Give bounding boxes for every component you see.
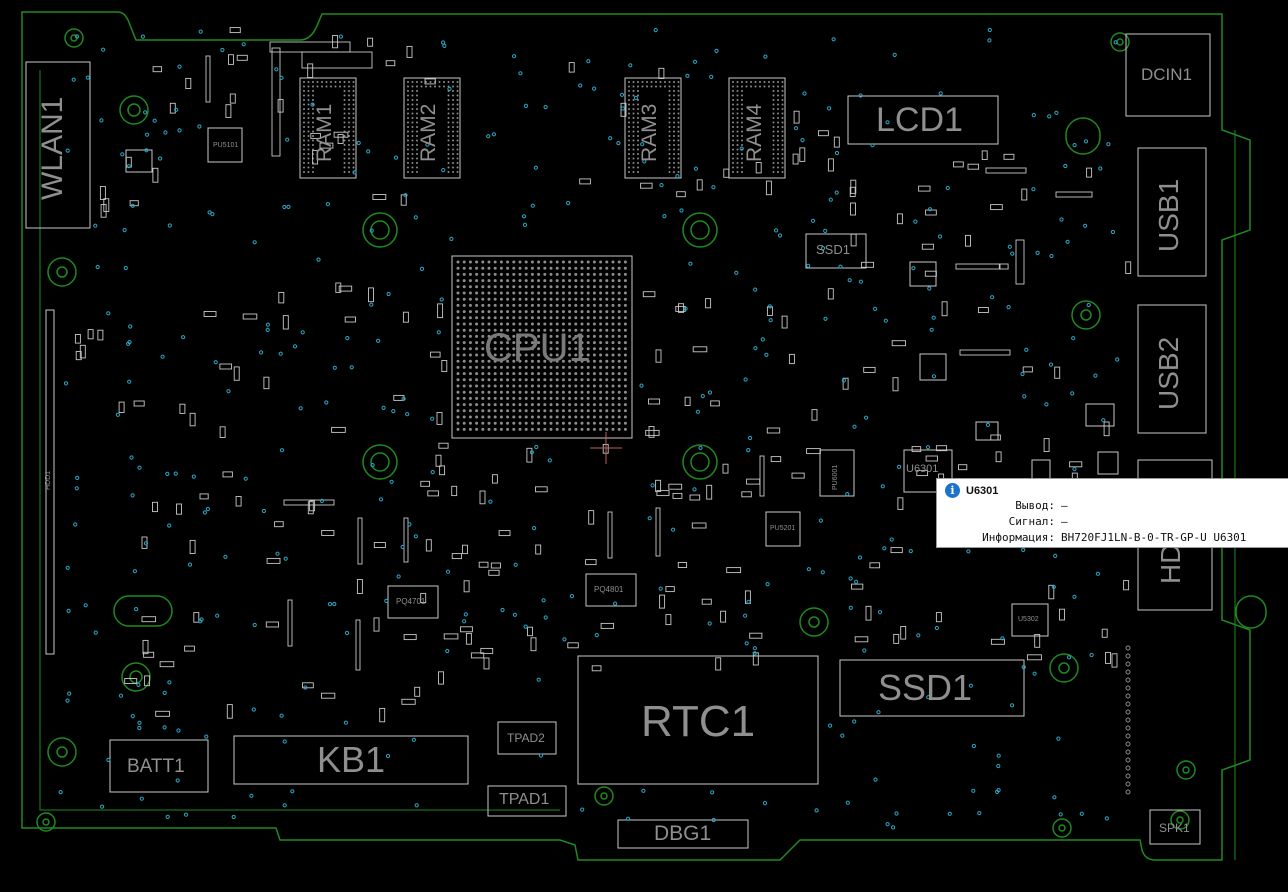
label-hdd1: HDD1 bbox=[45, 470, 52, 490]
label-ram4: RAM4 bbox=[743, 103, 766, 162]
label-hdmi: HD bbox=[1155, 543, 1186, 584]
label-tpad2: TPAD2 bbox=[507, 731, 545, 745]
label-pu5201: PU5201 bbox=[770, 525, 796, 532]
tooltip-value: BH720FJ1LN-B-0-TR-GP-U U6301 bbox=[1061, 531, 1247, 544]
component-info-tooltip: i U6301 Вывод: — Сигнал: — Информация: B… bbox=[936, 478, 1288, 548]
label-dbg1: DBG1 bbox=[654, 822, 712, 845]
label-pq4801: PQ4801 bbox=[594, 585, 624, 594]
tooltip-row-pin: Вывод: — bbox=[937, 499, 1288, 514]
label-spk1: SPK1 bbox=[1159, 821, 1190, 835]
label-ram1: RAM1 bbox=[313, 103, 336, 162]
label-dcin1: DCIN1 bbox=[1141, 65, 1193, 84]
tooltip-value: — bbox=[1061, 515, 1068, 528]
label-pu5101: PU5101 bbox=[213, 142, 239, 149]
tooltip-key: Информация: bbox=[982, 531, 1055, 544]
label-kb1: KB1 bbox=[317, 739, 386, 780]
label-batt1: BATT1 bbox=[127, 756, 185, 777]
label-ssd-small: SSD1 bbox=[816, 242, 850, 257]
info-icon: i bbox=[945, 483, 960, 498]
label-ram2: RAM2 bbox=[417, 103, 440, 162]
tooltip-row-info: Информация: BH720FJ1LN-B-0-TR-GP-U U6301 bbox=[937, 531, 1288, 546]
tooltip-row-signal: Сигнал: — bbox=[937, 515, 1288, 530]
label-ram3: RAM3 bbox=[638, 103, 661, 162]
tooltip-title: U6301 bbox=[966, 484, 999, 497]
tooltip-value: — bbox=[1061, 499, 1068, 512]
label-ssd1: SSD1 bbox=[878, 667, 973, 708]
label-u5302: U5302 bbox=[1018, 616, 1039, 623]
label-usb1: USB1 bbox=[1153, 178, 1184, 252]
label-pu6001: PU6001 bbox=[832, 464, 839, 490]
label-wlan1: WLAN1 bbox=[36, 96, 69, 200]
label-u6301: U6301 bbox=[906, 463, 939, 475]
tooltip-key: Вывод: bbox=[1015, 499, 1055, 512]
label-tpad1: TPAD1 bbox=[499, 791, 550, 808]
label-rtc1: RTC1 bbox=[641, 697, 756, 746]
tooltip-key: Сигнал: bbox=[1008, 515, 1055, 528]
label-usb2: USB2 bbox=[1153, 336, 1184, 410]
label-cpu1: CPU1 bbox=[484, 326, 591, 370]
label-lcd1: LCD1 bbox=[876, 101, 963, 139]
board-outline bbox=[21, 11, 1251, 861]
label-pq4701: PQ4701 bbox=[396, 597, 426, 606]
